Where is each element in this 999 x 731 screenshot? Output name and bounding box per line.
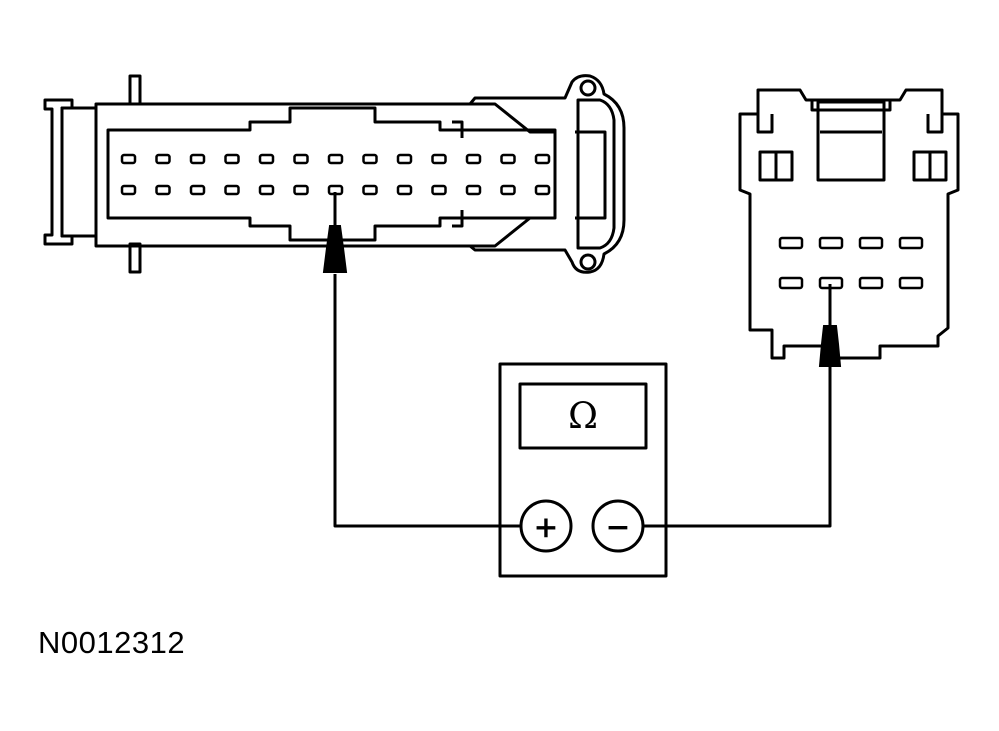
large-connector-latch xyxy=(575,98,616,250)
large-connector-pin xyxy=(534,184,551,196)
large-connector-shroud xyxy=(452,102,555,248)
large-connector-flange xyxy=(60,106,98,238)
large-connector-end-cap xyxy=(43,98,74,246)
large-connector-pin xyxy=(224,153,240,165)
positive-test-lead xyxy=(333,274,521,528)
large-connector-pin xyxy=(431,153,447,165)
large-connector-lock-tab-bottom xyxy=(128,242,142,274)
ohmmeter-display xyxy=(518,382,648,450)
large-connector-pin xyxy=(189,184,206,196)
large-connector-body xyxy=(94,74,626,274)
small-connector-latch-ridge xyxy=(810,100,892,134)
large-connector-pin xyxy=(396,184,413,196)
large-connector-pin xyxy=(362,153,378,165)
positive-symbol: + xyxy=(533,510,558,545)
large-connector-mount-hole-bottom xyxy=(579,253,597,271)
small-connector-pin xyxy=(858,276,884,290)
small-connector-body xyxy=(738,88,960,360)
large-connector-pin xyxy=(155,184,171,196)
large-connector-pin xyxy=(431,184,447,196)
large-connector-pin xyxy=(500,184,516,196)
large-connector-pin xyxy=(465,153,482,165)
small-connector-pin xyxy=(858,236,884,250)
large-connector-pin xyxy=(189,153,206,165)
small-connector-pin xyxy=(898,236,924,250)
large-connector-pin xyxy=(224,184,240,196)
large-connector-pin-cavity xyxy=(106,106,557,242)
large-connector xyxy=(43,74,626,274)
large-connector-pin xyxy=(534,153,551,165)
negative-symbol: − xyxy=(605,510,630,545)
small-connector-pins xyxy=(778,236,924,290)
large-connector-pin xyxy=(120,153,137,165)
small-connector xyxy=(738,88,960,360)
small-connector-pin xyxy=(778,276,804,290)
large-connector-pin xyxy=(120,184,137,196)
small-connector-pin xyxy=(778,236,804,250)
large-connector-mount-hole-top xyxy=(579,79,597,97)
large-connector-lock-tab-top xyxy=(128,74,142,106)
negative-probe-tip xyxy=(818,325,842,367)
large-connector-pin xyxy=(293,184,309,196)
small-connector-latch xyxy=(816,100,886,182)
large-connector-pin xyxy=(258,153,275,165)
negative-test-lead xyxy=(643,366,832,528)
positive-probe-tip xyxy=(322,225,348,273)
large-connector-pin xyxy=(396,153,413,165)
small-connector-pin xyxy=(898,276,924,290)
large-connector-pins xyxy=(120,153,551,196)
ohm-symbol: Ω xyxy=(568,396,598,437)
large-connector-pin xyxy=(258,184,275,196)
figure-id: N0012312 xyxy=(38,625,186,660)
ohmmeter-body xyxy=(498,362,668,578)
large-connector-pin xyxy=(362,184,378,196)
large-connector-pin xyxy=(465,184,482,196)
large-connector-pin xyxy=(155,153,171,165)
large-connector-pin xyxy=(293,153,309,165)
large-connector-pin xyxy=(327,153,344,165)
large-connector-pin xyxy=(500,153,516,165)
small-connector-pin xyxy=(818,236,844,250)
